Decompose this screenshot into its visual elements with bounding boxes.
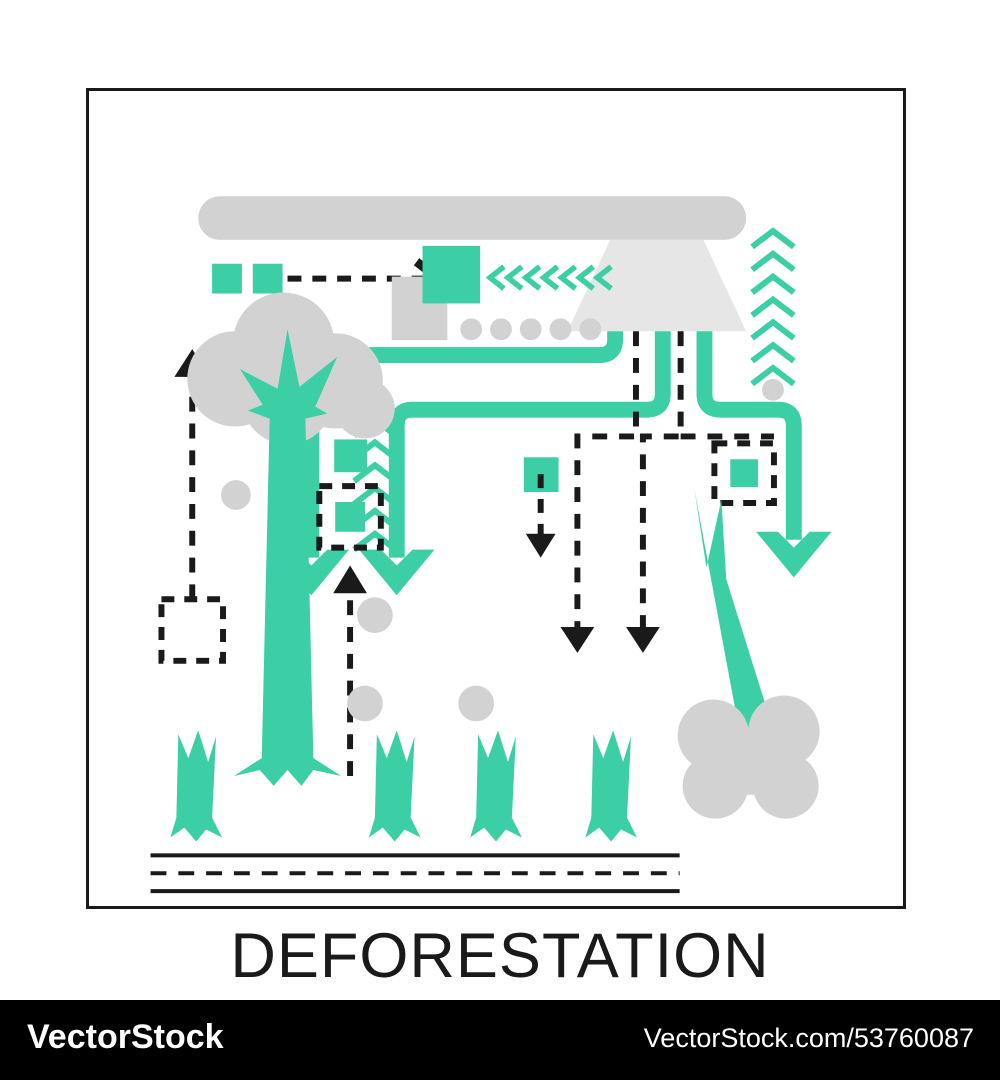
footer-bar xyxy=(0,1000,1000,1080)
tree-stumps xyxy=(170,730,637,842)
page-title: DEFORESTATION xyxy=(230,921,770,991)
dashed-short-arrowhead xyxy=(525,533,556,558)
falling-tree-trunk xyxy=(694,490,794,776)
tree-stump xyxy=(368,730,421,842)
smokestack-plume xyxy=(567,239,747,332)
falling-tree xyxy=(677,490,820,819)
pipe-arrowhead-b xyxy=(359,549,435,596)
standing-tree-trunk xyxy=(233,329,342,786)
gray-dot xyxy=(460,318,483,341)
gray-dot xyxy=(579,318,602,341)
deforestation-illustration xyxy=(150,196,832,894)
green-square-stack-top xyxy=(334,439,367,473)
falling-tree-foliage xyxy=(677,695,820,819)
dashed-placeholder-box-mid xyxy=(316,483,384,551)
gray-dot xyxy=(347,685,383,722)
dashed-path-1 xyxy=(574,331,639,633)
gray-dot xyxy=(549,318,572,341)
green-square-small-1 xyxy=(212,263,242,294)
tree-stump xyxy=(585,730,637,842)
dashed-placeholder-box-right xyxy=(711,440,777,506)
gray-dot xyxy=(458,685,495,722)
footer-url[interactable]: VectorStock.com/53760087 xyxy=(643,1023,974,1053)
green-square-in-box-right xyxy=(730,459,759,488)
green-square-marker-large xyxy=(422,245,481,304)
standing-tree xyxy=(187,292,395,786)
green-square-in-box-mid xyxy=(335,501,365,532)
gray-dot xyxy=(357,597,393,634)
dashed-arrowhead-2 xyxy=(626,627,660,653)
illustration-frame xyxy=(86,88,906,909)
tree-stump xyxy=(470,730,522,842)
tree-stump xyxy=(170,730,223,842)
green-square-small-2 xyxy=(252,263,283,294)
gray-dot xyxy=(221,480,251,510)
chevron-row-left xyxy=(490,267,611,289)
dot-row xyxy=(460,318,602,341)
pipe-arrow-c xyxy=(696,331,802,540)
dashed-placeholder-box-left xyxy=(158,596,226,664)
pipe-arrow-b xyxy=(388,331,671,558)
ground-lines xyxy=(150,853,680,894)
dashed-flow-arrows xyxy=(574,331,774,633)
dashed-arrow-up-mid-head xyxy=(333,565,367,594)
cloud-bar xyxy=(198,196,747,240)
pipe-arrowhead-c xyxy=(756,531,832,578)
gray-dot xyxy=(490,318,512,341)
footer-brand: VectorStock xyxy=(27,1018,224,1056)
chevron-stack-right xyxy=(752,231,794,384)
gray-dot xyxy=(762,378,784,401)
gray-dot xyxy=(519,318,542,341)
dashed-arrowhead-1 xyxy=(560,627,595,653)
